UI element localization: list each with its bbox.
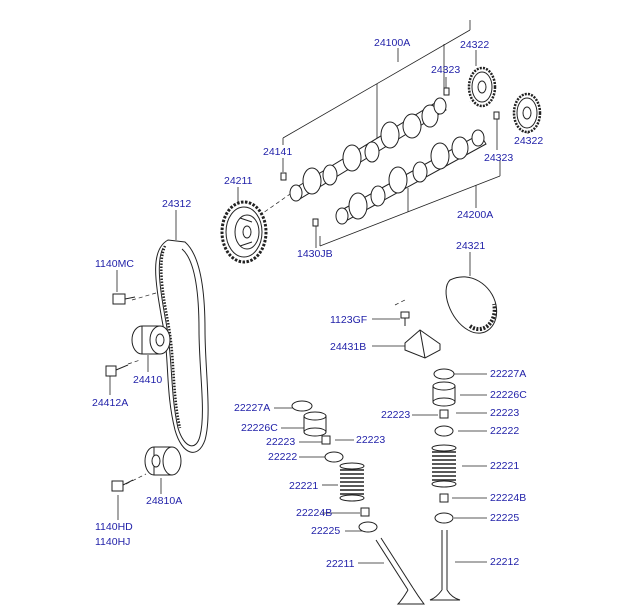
valve-stack-left xyxy=(291,400,425,605)
leader-lines xyxy=(109,20,529,564)
label-24410: 24410 xyxy=(133,374,163,386)
label-24200A: 24200A xyxy=(457,209,494,221)
cam-sprocket-right xyxy=(512,92,542,134)
label-22227A-right: 22227A xyxy=(490,368,527,380)
label-22224B-left: 22224B xyxy=(296,507,333,519)
label-24211: 24211 xyxy=(224,175,253,187)
label-1140MC: 1140MC xyxy=(95,258,134,270)
label-24322-right: 24322 xyxy=(514,135,544,147)
label-22224B-right: 22224B xyxy=(490,492,527,504)
label-24810A: 24810A xyxy=(146,495,183,507)
label-22211: 22211 xyxy=(326,558,355,570)
label-24412A: 24412A xyxy=(92,397,129,409)
label-1430JB: 1430JB xyxy=(297,248,333,260)
idler-pulley xyxy=(144,446,182,476)
intake-camshaft xyxy=(289,97,447,202)
label-24431B: 24431B xyxy=(330,341,367,353)
label-1123GF: 1123GF xyxy=(330,314,368,326)
bolts xyxy=(105,293,410,492)
pins xyxy=(280,87,500,227)
label-22223-mid: 22223 xyxy=(381,409,411,421)
valve-stack-right xyxy=(429,368,461,601)
tensioner-pulley xyxy=(131,325,171,355)
label-1140HD: 1140HD xyxy=(95,521,133,533)
label-22212: 22212 xyxy=(490,556,520,568)
label-22223-left-a: 22223 xyxy=(266,436,296,448)
label-22227A-left: 22227A xyxy=(234,402,271,414)
label-24141: 24141 xyxy=(263,146,293,158)
label-22223-left-b: 22223 xyxy=(356,434,386,446)
label-24323-right: 24323 xyxy=(484,152,514,164)
cam-pulley xyxy=(220,200,268,264)
label-24323-top: 24323 xyxy=(431,64,461,76)
label-22221-left: 22221 xyxy=(289,480,319,492)
label-22226C-right: 22226C xyxy=(490,389,527,401)
timing-belt xyxy=(155,239,209,453)
cam-sprocket-upper xyxy=(467,66,497,108)
label-22226C-left: 22226C xyxy=(241,422,278,434)
label-22225-right: 22225 xyxy=(490,512,520,524)
label-22221-right: 22221 xyxy=(490,460,520,472)
label-1140HJ: 1140HJ xyxy=(95,536,131,548)
label-24322-top: 24322 xyxy=(460,39,490,51)
label-22225-left: 22225 xyxy=(311,525,341,537)
label-22223-right: 22223 xyxy=(490,407,520,419)
label-24100A: 24100A xyxy=(374,37,411,49)
label-24312: 24312 xyxy=(162,198,192,210)
belt-cover-bracket xyxy=(404,329,441,359)
label-24321: 24321 xyxy=(456,240,486,252)
exhaust-camshaft xyxy=(335,129,487,225)
label-22222-left: 22222 xyxy=(268,451,298,463)
label-22222-right: 22222 xyxy=(490,425,520,437)
cam-chain xyxy=(445,276,498,334)
